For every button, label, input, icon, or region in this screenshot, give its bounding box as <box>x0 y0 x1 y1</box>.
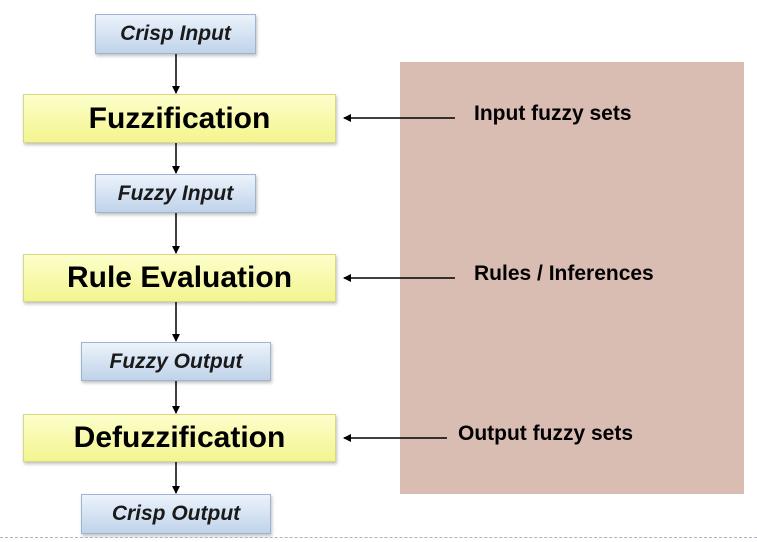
rules-inferences-label: Rules / Inferences <box>474 262 654 285</box>
output-fuzzy-sets-label: Output fuzzy sets <box>458 422 634 445</box>
input-fuzzy-sets-label: Input fuzzy sets <box>474 102 632 125</box>
fuzzification-box: Fuzzification <box>23 94 336 143</box>
crisp-output-box: Crisp Output <box>81 494 271 534</box>
knowledge-base-panel <box>400 62 744 494</box>
fuzzy-input-box: Fuzzy Input <box>95 174 256 213</box>
crisp-input-box: Crisp Input <box>95 14 256 54</box>
rule-evaluation-box: Rule Evaluation <box>23 254 336 302</box>
fuzzy-output-box: Fuzzy Output <box>81 342 271 381</box>
bottom-divider <box>0 537 757 538</box>
defuzzification-box: Defuzzification <box>23 414 336 462</box>
